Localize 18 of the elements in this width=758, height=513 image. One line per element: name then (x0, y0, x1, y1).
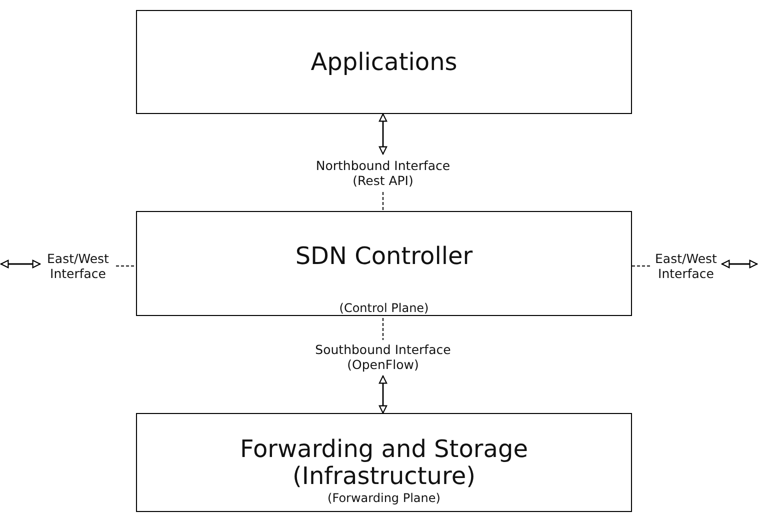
layer-title: SDN Controller (295, 243, 473, 270)
layer-title: Forwarding and Storage (Infrastructure) (239, 436, 529, 490)
double-arrow (378, 113, 388, 155)
double-arrow (0, 260, 41, 268)
double-arrow (721, 260, 758, 268)
interface-label: Southbound Interface (OpenFlow) (314, 342, 452, 372)
dashed-connector (382, 192, 384, 212)
double-arrow (378, 375, 388, 414)
interface-label: East/West Interface (46, 251, 110, 281)
layer-box (136, 413, 632, 512)
dashed-connector (382, 318, 384, 340)
layer-box (136, 211, 632, 316)
layer-title: Applications (310, 48, 458, 76)
layer-box (136, 10, 632, 114)
layer-subtitle: (Control Plane) (339, 301, 429, 315)
interface-label: East/West Interface (654, 251, 718, 281)
interface-label: Northbound Interface (Rest API) (314, 158, 452, 188)
layer-subtitle: (Forwarding Plane) (328, 491, 440, 505)
